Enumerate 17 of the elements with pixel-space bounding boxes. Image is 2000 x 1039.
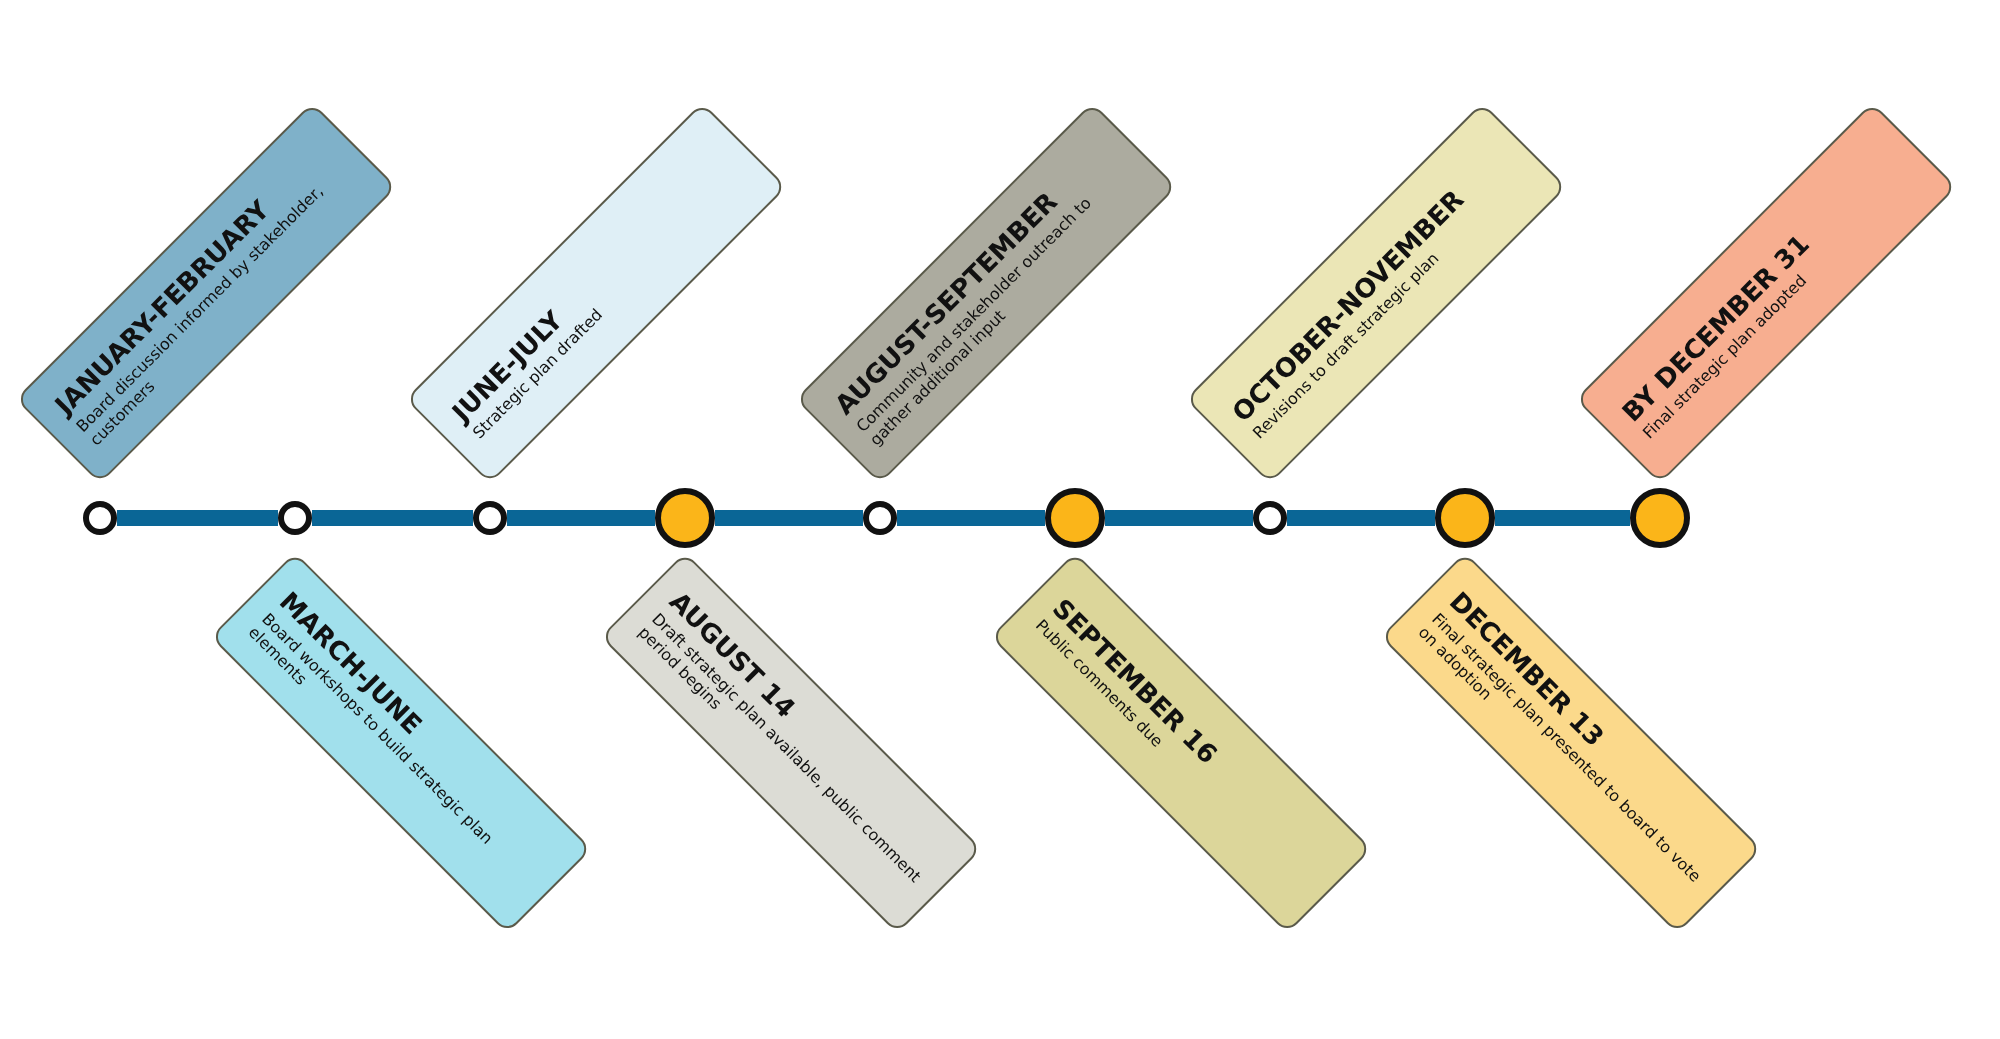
timeline-dot [83,501,117,535]
timeline-line [897,510,1045,526]
timeline-line [507,510,655,526]
timeline-line [1287,510,1435,526]
timeline-line [117,510,278,526]
timeline-dot [863,501,897,535]
timeline-dot [278,501,312,535]
timeline-dot [1045,488,1105,548]
timeline-dot [473,501,507,535]
timeline-dot [1630,488,1690,548]
timeline-dot [655,488,715,548]
timeline-line [715,510,863,526]
timeline-dot [1435,488,1495,548]
timeline-line [1105,510,1253,526]
timeline-line [312,510,473,526]
timeline-line [1495,510,1630,526]
timeline-dot [1253,501,1287,535]
